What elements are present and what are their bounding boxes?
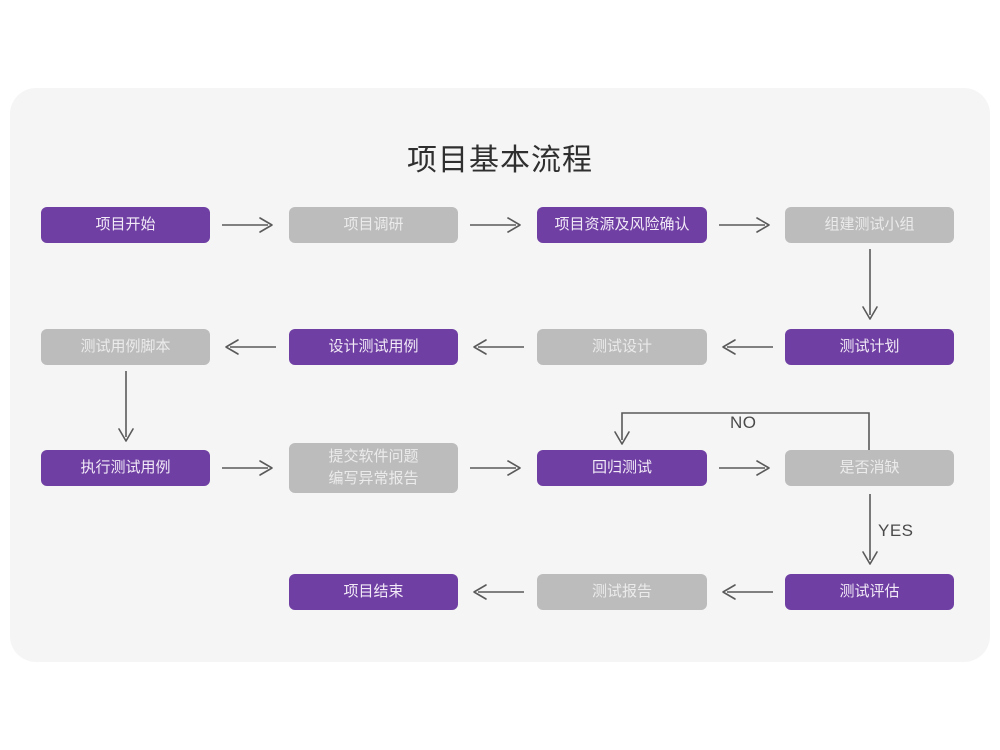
- flow-node-test-evaluation[interactable]: 测试评估: [785, 574, 954, 610]
- arrow-right-n9-n10: [222, 459, 276, 477]
- arrow-down-n12-n13: [861, 494, 879, 568]
- arrow-down-n8-n9: [117, 371, 135, 445]
- flow-node-design-test-case[interactable]: 设计测试用例: [289, 329, 458, 365]
- flow-node-test-case-script[interactable]: 测试用例脚本: [41, 329, 210, 365]
- flow-node-defect-cleared[interactable]: 是否消缺: [785, 450, 954, 486]
- arrow-left-n13-n14: [719, 583, 773, 601]
- flow-node-test-plan[interactable]: 测试计划: [785, 329, 954, 365]
- diagram-card: [10, 88, 990, 662]
- page-title: 项目基本流程: [407, 144, 593, 177]
- arrow-down-n4-n5: [861, 249, 879, 323]
- flow-node-execute-test-case[interactable]: 执行测试用例: [41, 450, 210, 486]
- flow-node-resource-risk-confirm[interactable]: 项目资源及风险确认: [537, 207, 707, 243]
- arrow-right-n2-n3: [470, 216, 524, 234]
- arrow-left-n6-n7: [470, 338, 524, 356]
- arrow-left-n5-n6: [719, 338, 773, 356]
- flow-node-test-report[interactable]: 测试报告: [537, 574, 707, 610]
- arrow-right-n10-n11: [470, 459, 524, 477]
- flow-node-submit-issue-report[interactable]: 提交软件问题 编写异常报告: [289, 443, 458, 493]
- flow-node-project-end[interactable]: 项目结束: [289, 574, 458, 610]
- flow-node-regression-test[interactable]: 回归测试: [537, 450, 707, 486]
- arrow-left-n7-n8: [222, 338, 276, 356]
- arrow-right-n3-n4: [719, 216, 773, 234]
- flow-node-project-research[interactable]: 项目调研: [289, 207, 458, 243]
- arrow-right-n11-n12: [719, 459, 773, 477]
- yes-label: YES: [878, 521, 914, 540]
- feedback-loop-no: [614, 408, 876, 450]
- arrow-left-n14-n15: [470, 583, 524, 601]
- arrow-right-n1-n2: [222, 216, 276, 234]
- flow-node-project-start[interactable]: 项目开始: [41, 207, 210, 243]
- flow-node-test-design[interactable]: 测试设计: [537, 329, 707, 365]
- no-label: NO: [730, 413, 757, 432]
- flow-node-build-test-team[interactable]: 组建测试小组: [785, 207, 954, 243]
